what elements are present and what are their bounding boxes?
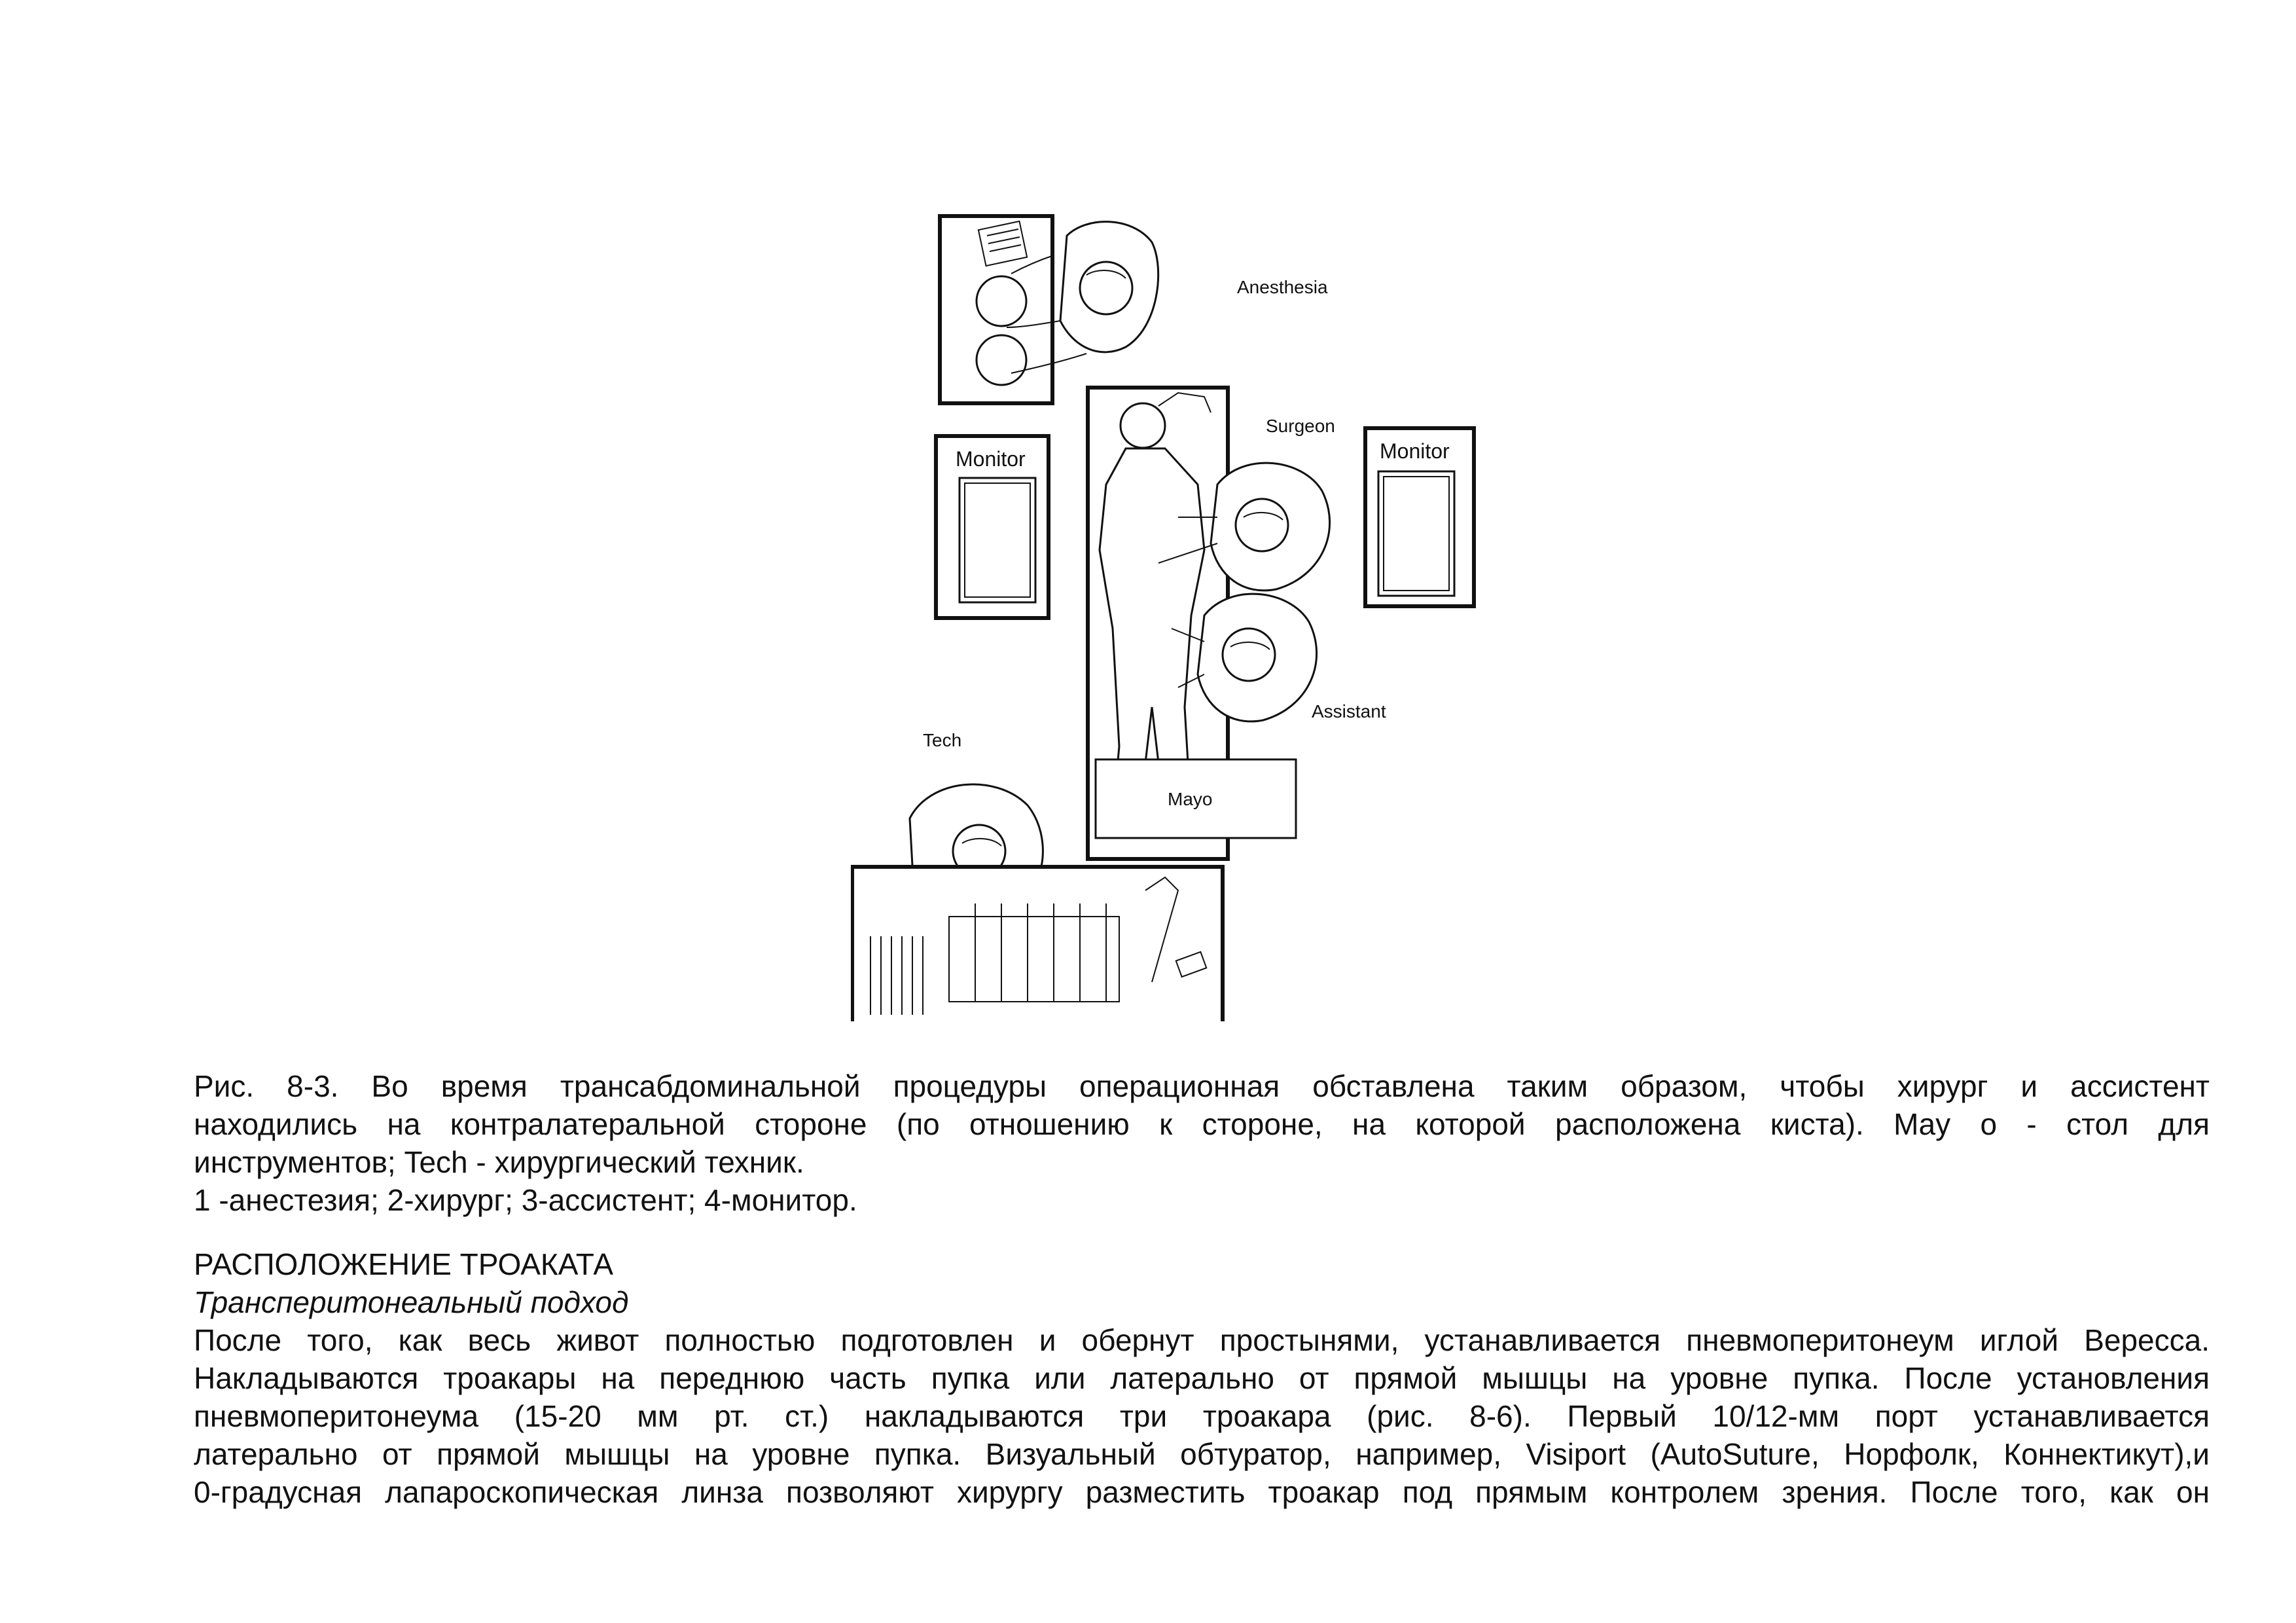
anesthesia-cart: [938, 214, 1054, 405]
figure-legend: 1 -анестезия; 2-хирург; 3-ассистент; 4-м…: [194, 1183, 857, 1217]
mayo-label: Mayo: [1168, 789, 1212, 809]
caption-line: находились на контралатеральной стороне …: [194, 1107, 2210, 1141]
figure-caption: Рис. 8-3. Во время трансабдоминальной пр…: [194, 1067, 2210, 1181]
body-paragraph: После того, как весь живот полностью под…: [194, 1321, 2210, 1511]
anesthesia-label: Anesthesia: [1237, 277, 1328, 297]
body-line: 0-градусная лапароскопическая линза позв…: [194, 1475, 2210, 1509]
assistant-figure: [1171, 593, 1318, 723]
body-line: Накладываются троакары на переднюю часть…: [194, 1361, 2210, 1395]
monitor-left: [934, 434, 1050, 620]
body-line: пневмоперитонеума (15-20 мм рт. ст.) нак…: [194, 1399, 2210, 1433]
surgeon-figure: [1158, 462, 1331, 592]
body-line: латерально от прямой мышцы на уровне пуп…: [194, 1437, 2210, 1471]
section-heading: РАСПОЛОЖЕНИЕ ТРОАКАТА: [194, 1247, 614, 1281]
surgeon-label: Surgeon: [1266, 416, 1335, 436]
mayo-stand: [1094, 758, 1297, 839]
assistant-label: Assistant: [1312, 701, 1386, 721]
tech-label: Tech: [923, 730, 961, 750]
patient-figure: [1098, 392, 1211, 820]
section-subheading: Трансперитонеальный подход: [194, 1285, 629, 1319]
caption-line: инструментов; Tech - хирургический техни…: [194, 1145, 804, 1179]
caption-line: Рис. 8-3. Во время трансабдоминальной пр…: [194, 1069, 2210, 1103]
anesthesiologist-figure: [1006, 221, 1160, 374]
monitor-left-label: Monitor: [956, 447, 1026, 471]
operating-room-figure: Anesthesia Surgeon Assistant: [851, 210, 1505, 1021]
monitor-right: [1363, 426, 1476, 608]
monitor-right-label: Monitor: [1380, 439, 1450, 463]
instrument-table: [851, 865, 1225, 1021]
body-line: После того, как весь живот полностью под…: [194, 1323, 2210, 1357]
